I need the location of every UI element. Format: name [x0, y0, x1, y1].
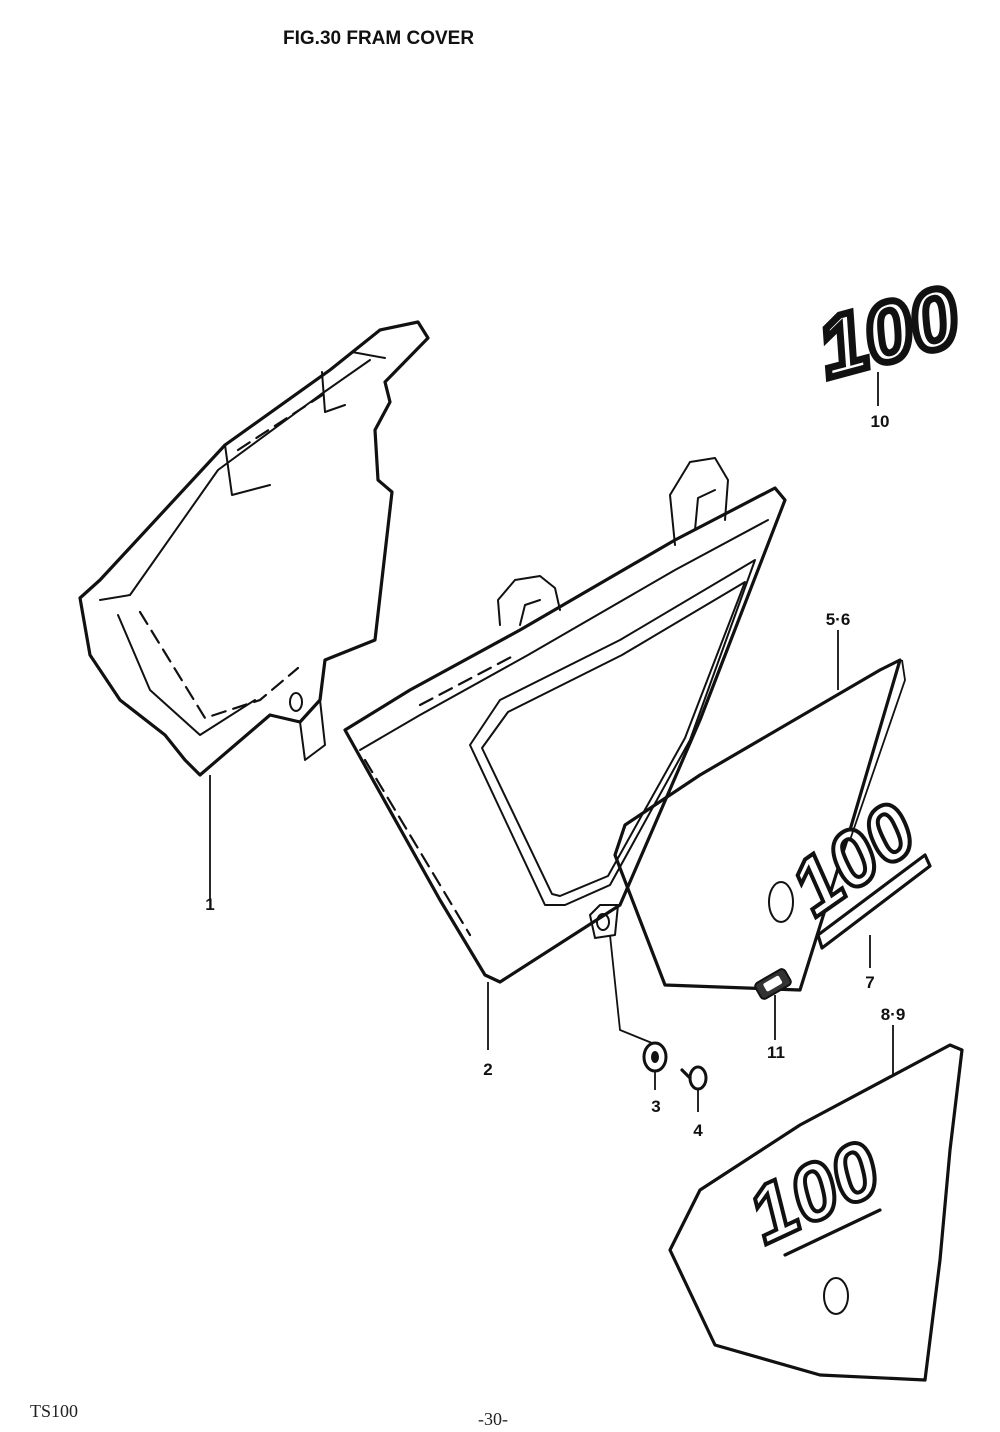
frame-cover-right [343, 457, 787, 984]
badge-part-11 [754, 968, 792, 1000]
side-decal: 100 [668, 1043, 964, 1382]
frame-cover-left [78, 320, 430, 777]
callout-2: 2 [483, 1060, 492, 1079]
emblem-part-7: 100 [772, 783, 933, 950]
callout-4: 4 [693, 1121, 703, 1140]
model-code: TS100 [30, 1401, 78, 1421]
emblem-7-text: 100 [774, 785, 931, 932]
washer-part-3 [642, 1041, 668, 1073]
callout-7: 7 [865, 973, 874, 992]
callout-11: 11 [767, 1043, 785, 1062]
page-number: -30- [478, 1409, 508, 1429]
emblem-10-text: 100 [808, 268, 968, 395]
callout-3: 3 [651, 1097, 660, 1116]
callout-1: 1 [205, 895, 214, 914]
callout-8-9: 8·9 [881, 1005, 906, 1024]
leader-lines [209, 372, 906, 1112]
side-cover-plate [613, 658, 902, 992]
callout-10: 10 [871, 412, 890, 431]
callout-5-6: 5·6 [826, 610, 851, 629]
emblem-part-10: 100 [805, 265, 972, 399]
screw-part-4 [680, 1065, 708, 1091]
callout-labels: 1 2 3 4 5·6 7 8·9 10 11 [205, 412, 905, 1140]
figure-title: FIG.30 FRAM COVER [283, 28, 474, 49]
